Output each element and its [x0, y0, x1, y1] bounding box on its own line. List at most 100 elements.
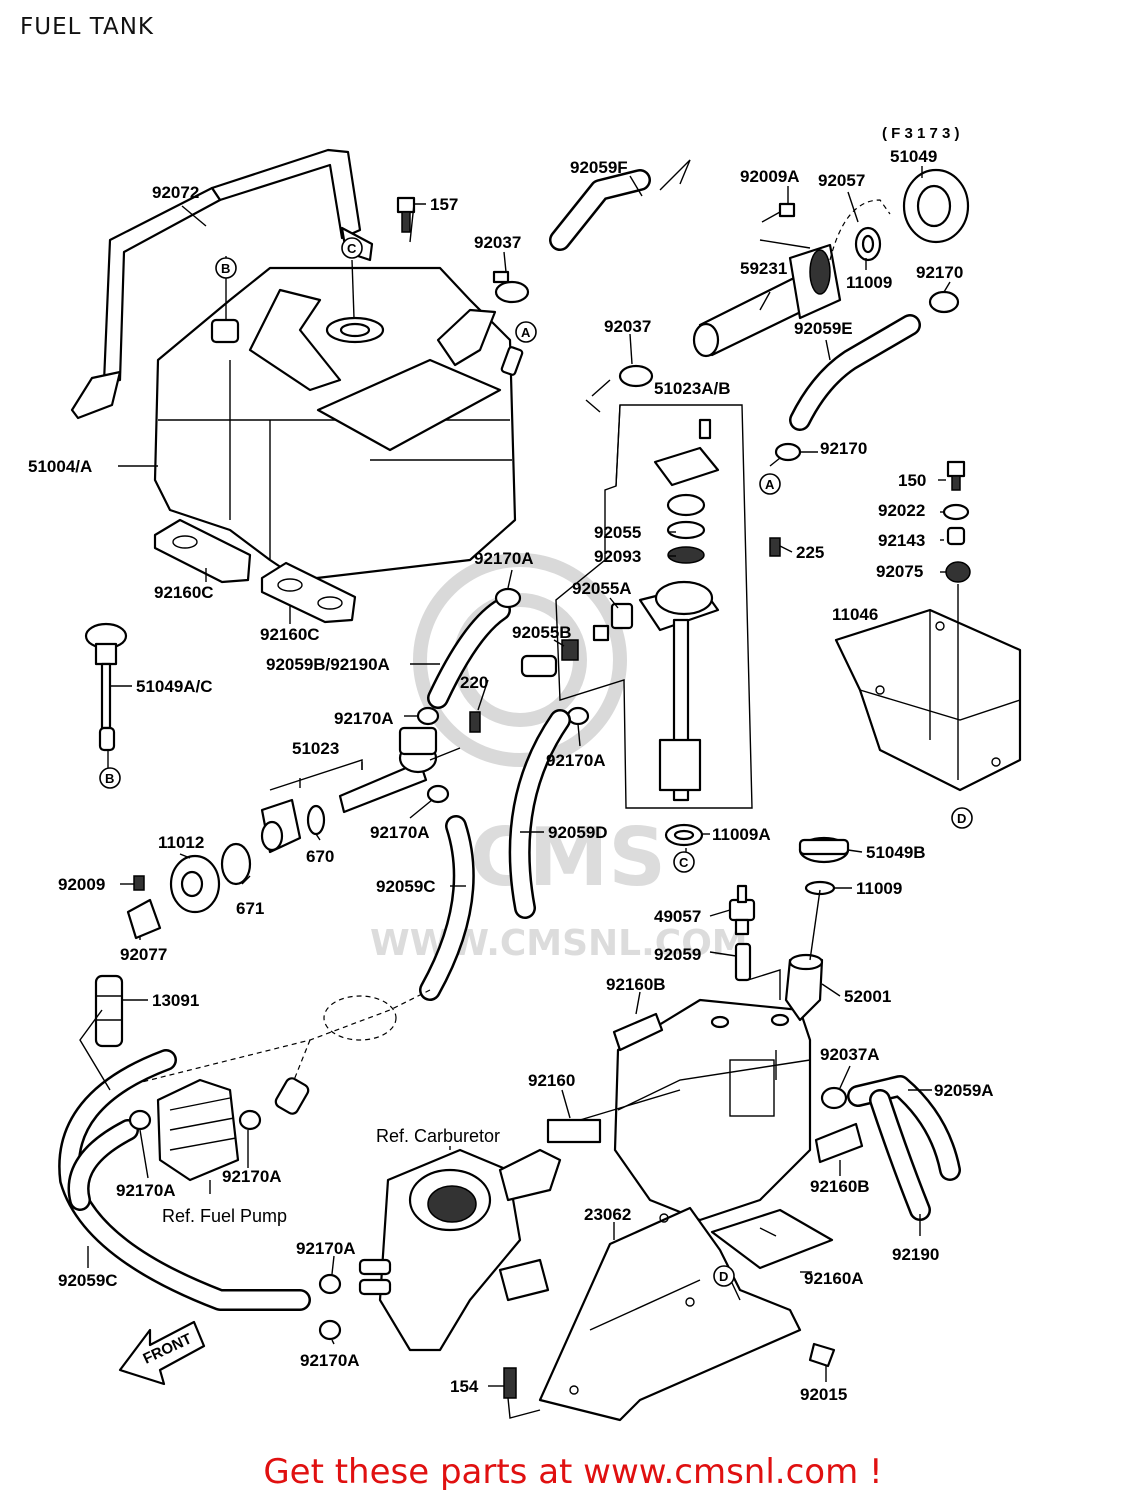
label-92057: 92057 [818, 171, 865, 190]
label-51049b: 51049B [866, 843, 926, 862]
label-92059b-92190a: 92059B/92190A [266, 655, 390, 674]
washer-92022 [942, 503, 970, 521]
marker-c-top: C [341, 237, 363, 259]
watermark-url-text: WWW.CMSNL.COM [370, 923, 748, 964]
part-labels: ( F 3 1 7 3 ) 92072 157 92037 92059F 920… [28, 125, 994, 1404]
marker-a-top: A [515, 321, 537, 343]
hose-92059d [508, 709, 571, 919]
label-92059f: 92059F [570, 158, 628, 177]
hose-92059a [847, 1075, 961, 1181]
reserve-tank [613, 998, 812, 1222]
clamp-92170a-2 [416, 706, 440, 726]
fuel-tap-51023ab [520, 418, 720, 802]
hose-92190 [869, 1089, 931, 1221]
svg-text:C: C [679, 855, 689, 870]
label-49057: 49057 [654, 907, 701, 926]
marker-b-top: B [215, 257, 237, 279]
level-gauge-51049ac [84, 622, 128, 752]
marker-b-gauge: B [99, 767, 121, 789]
clamp-92170a-3 [566, 706, 590, 726]
clip-13091 [94, 974, 124, 1048]
filler-neck-59231 [692, 243, 842, 358]
tank-filler-opening [325, 316, 385, 344]
svg-text:A: A [765, 477, 775, 492]
short-hose [274, 1077, 310, 1115]
label-92037a: 92037A [820, 1045, 880, 1064]
label-92059: 92059 [654, 945, 701, 964]
label-92160a: 92160A [804, 1269, 864, 1288]
screw-92009 [133, 875, 145, 891]
label-92170a-7: 92170A [296, 1239, 356, 1258]
label-670: 670 [306, 847, 334, 866]
label-92037-upper: 92037 [474, 233, 521, 252]
label-ref-fuel-pump: Ref. Fuel Pump [162, 1206, 287, 1226]
label-150: 150 [898, 471, 926, 490]
label-92170a-6: 92170A [222, 1167, 282, 1186]
bolt-154 [503, 1367, 517, 1399]
label-92190: 92190 [892, 1245, 939, 1264]
label-92160b-1: 92160B [606, 975, 666, 994]
label-92059c-1: 92059C [376, 877, 436, 896]
label-92055: 92055 [594, 523, 641, 542]
label-ref-carburetor: Ref. Carburetor [376, 1126, 500, 1146]
label-11009a: 11009A [712, 825, 771, 844]
label-92170a-8: 92170A [300, 1351, 360, 1370]
screw-220 [469, 711, 481, 733]
label-11012: 11012 [158, 833, 204, 852]
shop-banner[interactable]: Get these parts at www.cmsnl.com ! [263, 1452, 883, 1492]
front-arrow: FRONT [118, 1320, 206, 1386]
clamp-92170a-8 [318, 1319, 342, 1341]
o-ring-670 [306, 804, 326, 836]
marker-a-mid: A [759, 473, 781, 495]
clamp-92170a-7 [318, 1273, 342, 1295]
label-92170a-2: 92170A [334, 709, 394, 728]
bolt-150 [946, 460, 966, 491]
label-220: 220 [460, 673, 488, 692]
watermark-logo-text: CMS [470, 811, 666, 904]
label-92059a: 92059A [934, 1081, 994, 1100]
pad-92160b-lower [814, 1122, 864, 1164]
label-92077: 92077 [120, 945, 167, 964]
cap-51049 [902, 168, 970, 244]
clamp-92170-topright [928, 290, 960, 314]
fuel-tap-assembly-box [555, 404, 753, 809]
svg-text:C: C [347, 241, 357, 256]
clip-92015 [808, 1342, 836, 1368]
label-92059e: 92059E [794, 319, 853, 338]
label-92072: 92072 [152, 183, 199, 202]
svg-text:B: B [221, 261, 230, 276]
bracket-11046 [834, 608, 1022, 792]
label-92055a: 92055A [572, 579, 632, 598]
plate-92077 [126, 898, 162, 940]
bolt-225 [769, 537, 781, 557]
label-92160b-2: 92160B [810, 1177, 870, 1196]
hose-92059c-upper [419, 815, 475, 1001]
variant-code: ( F 3 1 7 3 ) [882, 125, 960, 142]
clamp-92170a-1 [494, 587, 522, 609]
cap-11012 [260, 798, 302, 854]
label-92075: 92075 [876, 562, 923, 581]
gasket-11009a [664, 823, 704, 847]
tray-23062 [538, 1206, 802, 1422]
marker-d-bracket: D [951, 807, 973, 829]
gasket-11009-upper [854, 226, 882, 262]
page-title: FUEL TANK [20, 14, 155, 40]
tank-pads-92160c [153, 518, 357, 624]
svg-text:A: A [521, 325, 531, 340]
screw-92009a [761, 202, 796, 223]
tube-92059 [734, 942, 752, 982]
label-154: 154 [450, 1377, 479, 1396]
label-92170a-1: 92170A [474, 549, 534, 568]
label-92170-topright: 92170 [916, 263, 963, 282]
label-92009a: 92009A [740, 167, 800, 186]
label-157: 157 [430, 195, 458, 214]
label-11046: 11046 [832, 605, 878, 624]
label-13091: 13091 [152, 991, 199, 1010]
clamp-92170a-4 [426, 784, 450, 804]
clamp-92037a [820, 1086, 848, 1110]
label-92170a-3: 92170A [546, 751, 606, 770]
label-51004a: 51004/A [28, 457, 92, 476]
chain-92057 [829, 199, 891, 261]
clamp-92037-upper [492, 270, 530, 304]
